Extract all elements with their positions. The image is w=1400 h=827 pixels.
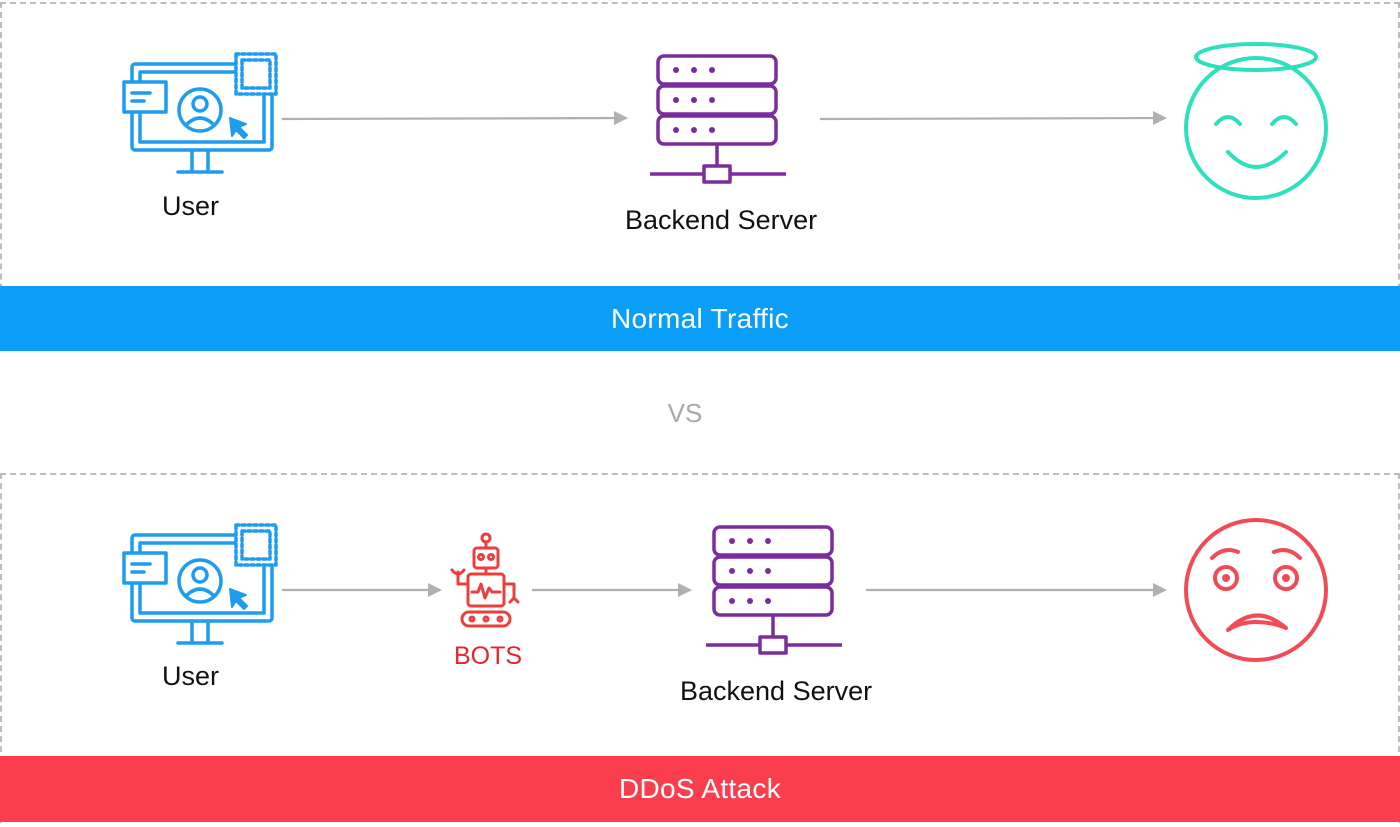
arrow-user-to-server [281, 111, 628, 126]
server-rack-icon [706, 525, 842, 655]
sad-face-icon [1184, 518, 1328, 662]
computer-user-icon [122, 52, 278, 174]
robot-icon [450, 532, 520, 628]
ddos-attack-banner: DDoS Attack [0, 756, 1400, 822]
bots-label: BOTS [454, 642, 523, 670]
server-rack-icon [650, 54, 786, 184]
normal-traffic-panel [0, 2, 1400, 350]
backend-server-label: Backend Server [680, 676, 873, 706]
computer-user-icon [122, 523, 278, 645]
user-label: User [162, 661, 220, 691]
normal-traffic-banner: Normal Traffic [0, 286, 1400, 351]
angel-smiley-icon [1184, 42, 1328, 200]
arrow-server-to-happy [819, 111, 1167, 126]
ddos-attack-panel [0, 473, 1400, 823]
user-label: User [162, 191, 220, 221]
backend-server-label: Backend Server [625, 205, 818, 235]
vs-separator: VS [667, 398, 703, 428]
